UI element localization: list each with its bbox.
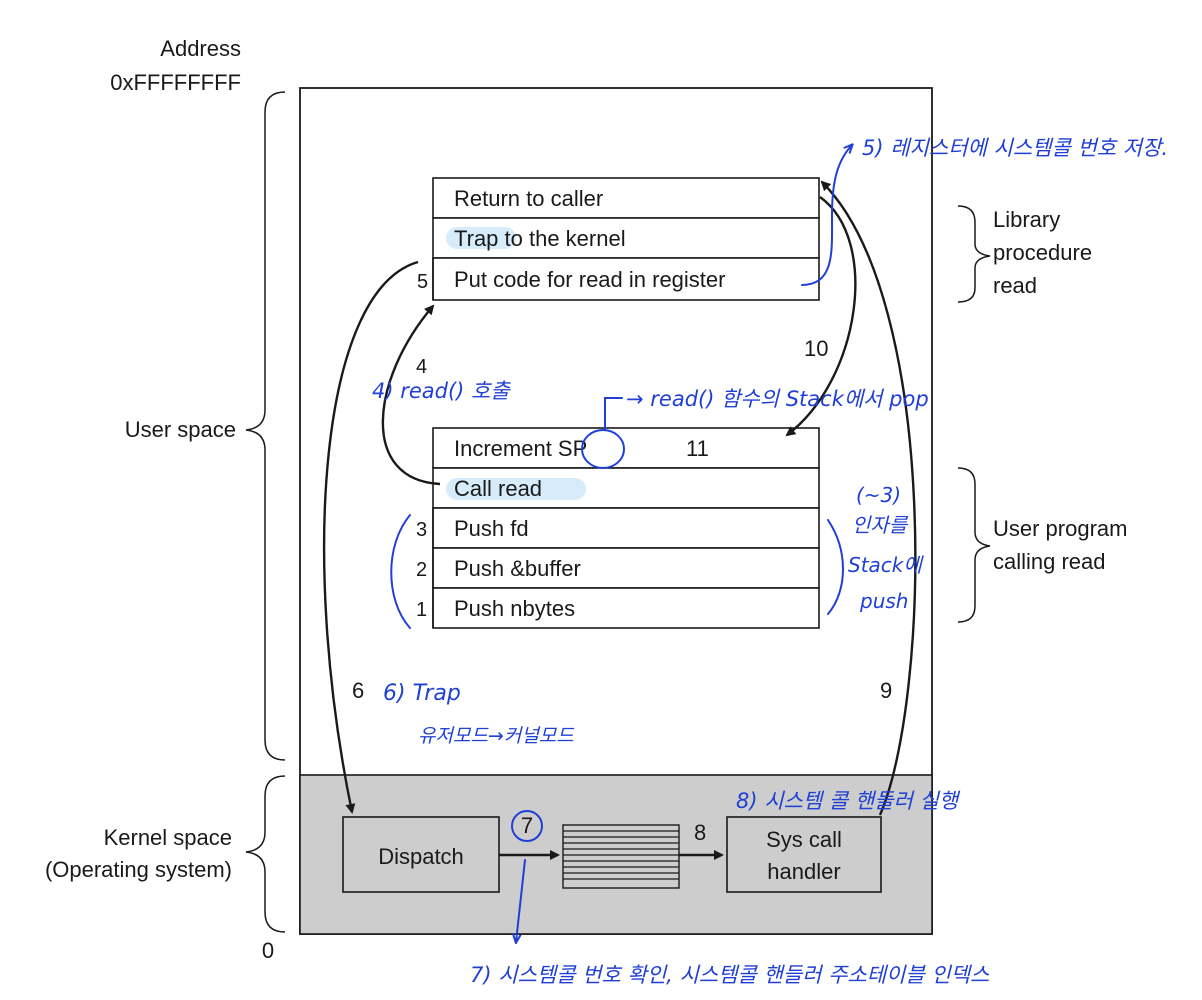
step-number-11: 11: [686, 436, 709, 461]
step-number-6: 6: [352, 678, 364, 703]
user-program-stack: Increment SP Call read Push fd Push &buf…: [416, 427, 820, 629]
syscall-handler-label-2: handler: [767, 859, 840, 884]
annotation-7: 7) 시스템콜 번호 확인, 시스템콜 핸들러 주소테이블 인덱스: [470, 963, 990, 987]
step-number-4: 4: [416, 356, 427, 378]
highlight-call-read: [446, 478, 586, 500]
pen-circle-7: [511, 810, 543, 842]
kernel-space-label: Kernel space: [104, 825, 232, 850]
arrow-step-10: [785, 196, 857, 437]
dispatch-box: [342, 816, 500, 893]
library-row-2-num: 5: [417, 271, 428, 293]
pen-line-sp: [604, 397, 623, 431]
pen-paren-left: [390, 514, 411, 629]
library-row-1: Trap to the kernel: [454, 226, 626, 251]
user-space-label: User space: [125, 417, 236, 442]
annotation-6-line-2: 유저모드→커널모드: [418, 725, 575, 747]
user-row-3: Push &buffer: [454, 556, 581, 581]
library-label-3: read: [993, 273, 1037, 298]
annotation-6-line-1: 6) Trap: [383, 681, 461, 706]
pen-arrow-7: [516, 859, 526, 942]
highlight-trap: [446, 227, 516, 249]
annotation-push-2: 인자를: [852, 513, 909, 537]
syscall-handler-box: [726, 816, 882, 893]
step-number-9: 9: [880, 678, 892, 703]
user-row-2-num: 3: [416, 519, 427, 541]
library-row-0: Return to caller: [454, 186, 603, 211]
user-space-brace: [245, 91, 286, 761]
library-row-2: Put code for read in register: [454, 267, 725, 292]
annotation-push-4: push: [859, 589, 908, 613]
step-number-7: 7: [521, 813, 533, 838]
user-row-4-num: 1: [416, 599, 427, 621]
annotation-8: 8) 시스템 콜 핸들러 실행: [736, 789, 961, 813]
user-row-0: Increment SP: [454, 436, 587, 461]
dispatch-label: Dispatch: [378, 844, 464, 869]
arrow-step-6: [322, 260, 419, 814]
user-program-brace: [957, 467, 991, 623]
user-row-4: Push nbytes: [454, 596, 575, 621]
address-label: Address: [160, 36, 241, 61]
address-top-value: 0xFFFFFFFF: [110, 70, 241, 95]
annotation-push-3: Stack에: [848, 553, 924, 577]
user-program-label-1: User program: [993, 516, 1127, 541]
pen-paren-right: [827, 519, 844, 615]
user-row-2: Push fd: [454, 516, 529, 541]
syscall-handler-label-1: Sys call: [766, 827, 842, 852]
arrow-step-9: [820, 180, 917, 816]
address-bottom-value: 0: [262, 938, 274, 963]
annotation-sp: → read() 함수의 Stack에서 pop: [626, 387, 929, 411]
kernel-space-brace: [245, 775, 286, 933]
library-label-1: Library: [993, 207, 1060, 232]
annotation-push-1: (~3): [856, 483, 901, 507]
pen-arrow-5: [801, 145, 852, 286]
step-number-8: 8: [694, 820, 706, 845]
pen-circle-sp: [581, 429, 625, 469]
user-program-label-2: calling read: [993, 549, 1106, 574]
user-row-3-num: 2: [416, 559, 427, 581]
syscall-table: [562, 824, 680, 889]
user-row-1: Call read: [454, 476, 542, 501]
arrow-step-4: [381, 304, 441, 486]
step-number-10: 10: [804, 336, 828, 361]
handwritten-annotations: 5) 레지스터에 시스템콜 번호 저장. 4) read() 호출 → read…: [372, 136, 1168, 987]
library-procedure-stack: Return to caller Trap to the kernel Put …: [417, 177, 820, 301]
library-brace: [957, 205, 991, 303]
kernel-space-sublabel: (Operating system): [45, 857, 232, 882]
library-label-2: procedure: [993, 240, 1092, 265]
annotation-4: 4) read() 호출: [372, 379, 511, 403]
annotation-5: 5) 레지스터에 시스템콜 번호 저장.: [862, 136, 1168, 160]
